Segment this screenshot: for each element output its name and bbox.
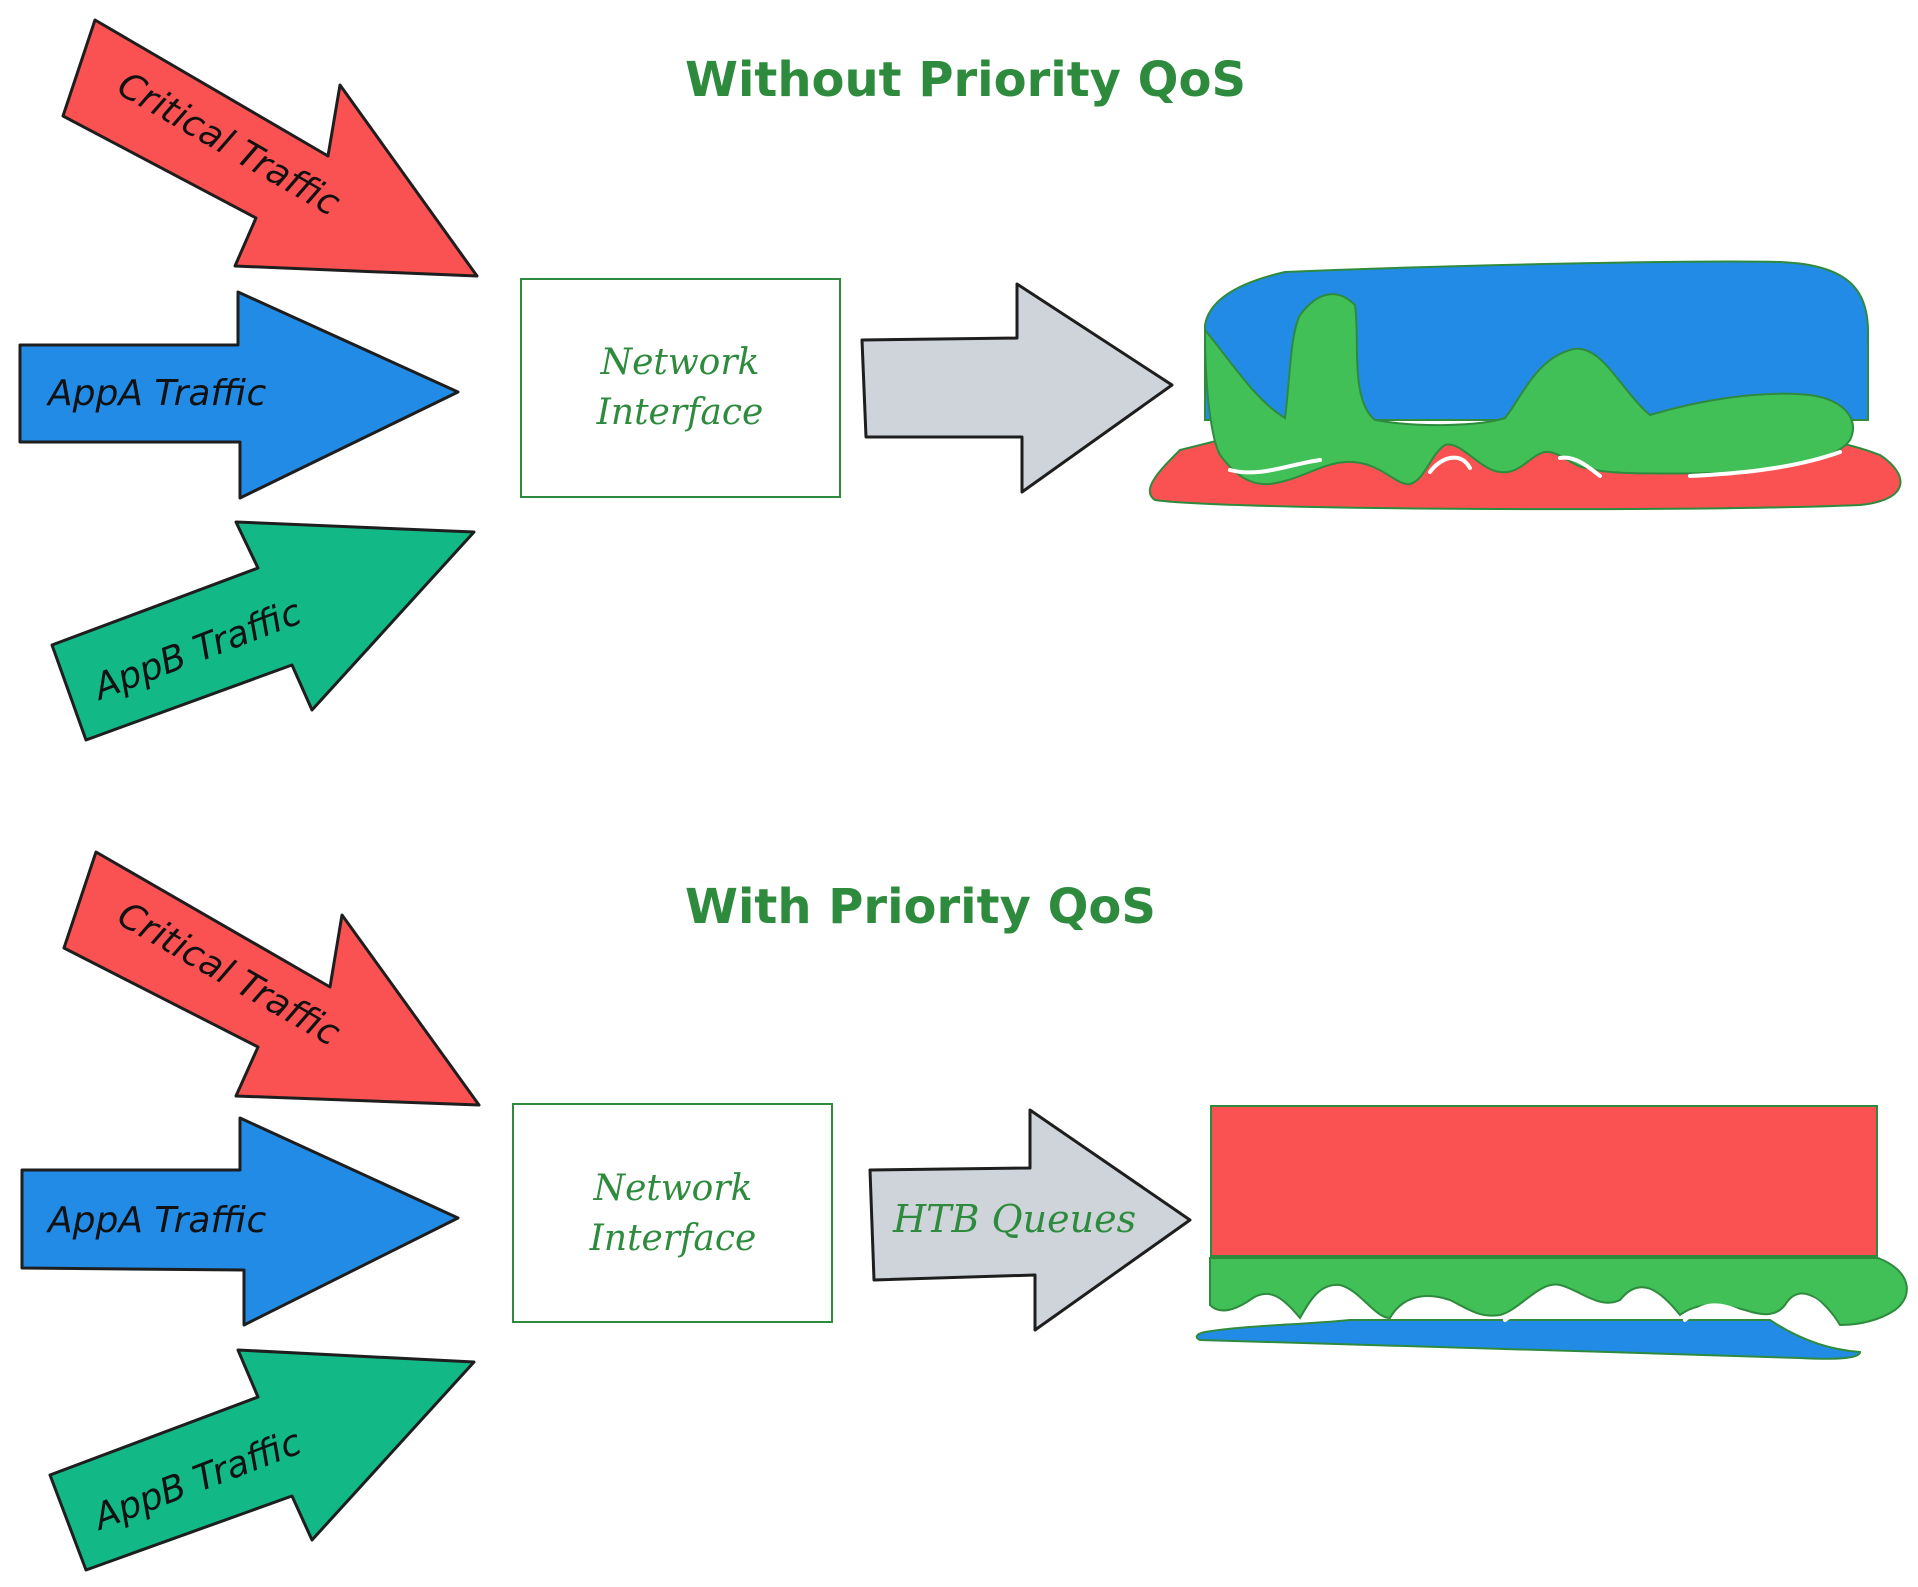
- htb-queues-arrow: HTB Queues: [868, 1108, 1192, 1332]
- appa-traffic-layer: [1204, 260, 1870, 421]
- appb-traffic-arrow: AppB Traffic: [50, 520, 476, 742]
- interface-rect: [520, 278, 841, 498]
- appa-arrow-label: AppA Traffic: [46, 373, 266, 414]
- network-interface-box: Network Interface: [512, 1103, 833, 1323]
- section-title: With Priority QoS: [685, 879, 1156, 935]
- output-highlight: [1503, 1290, 1832, 1322]
- appa-traffic-arrow: AppA Traffic: [20, 1116, 460, 1327]
- blob-highlight: [1228, 450, 1842, 478]
- section-title: Without Priority QoS: [685, 52, 1246, 108]
- htb-arrow-shape: [868, 1108, 1192, 1332]
- interface-rect: [512, 1103, 833, 1323]
- appb-arrow-shape: [48, 1348, 476, 1572]
- interface-label-line2: Interface: [589, 1218, 757, 1259]
- critical-traffic-arrow: Critical Traffic: [61, 18, 479, 278]
- appb-traffic-layer: [1203, 293, 1855, 486]
- critical-traffic-layer: [1210, 1105, 1878, 1257]
- output-arrow: [860, 282, 1174, 494]
- appb-traffic-arrow: AppB Traffic: [48, 1348, 476, 1572]
- section-without-qos: Without Priority QoS Critical Traffic Ap…: [18, 18, 1902, 742]
- interface-label-line1: Network: [600, 342, 760, 383]
- critical-arrow-shape: [62, 850, 481, 1107]
- network-interface-box: Network Interface: [520, 278, 841, 498]
- prioritized-traffic-output: [1195, 1105, 1908, 1360]
- htb-queues-label: HTB Queues: [892, 1197, 1136, 1241]
- section-with-qos: With Priority QoS Critical Traffic AppA …: [20, 850, 1908, 1572]
- critical-traffic-arrow: Critical Traffic: [62, 850, 481, 1107]
- mixed-traffic-output: [1148, 260, 1902, 511]
- appa-arrow-shape: [20, 1116, 460, 1327]
- appb-arrow-shape: [50, 520, 476, 742]
- appa-arrow-label: AppA Traffic: [46, 1200, 266, 1241]
- appa-arrow-shape: [18, 290, 460, 500]
- appa-traffic-arrow: AppA Traffic: [18, 290, 460, 500]
- appa-traffic-layer: [1195, 1319, 1862, 1360]
- critical-arrow-shape: [61, 18, 479, 278]
- output-arrow-shape: [860, 282, 1174, 494]
- appb-traffic-layer: [1209, 1257, 1908, 1327]
- interface-label-line2: Interface: [596, 392, 764, 433]
- interface-label-line1: Network: [593, 1168, 753, 1209]
